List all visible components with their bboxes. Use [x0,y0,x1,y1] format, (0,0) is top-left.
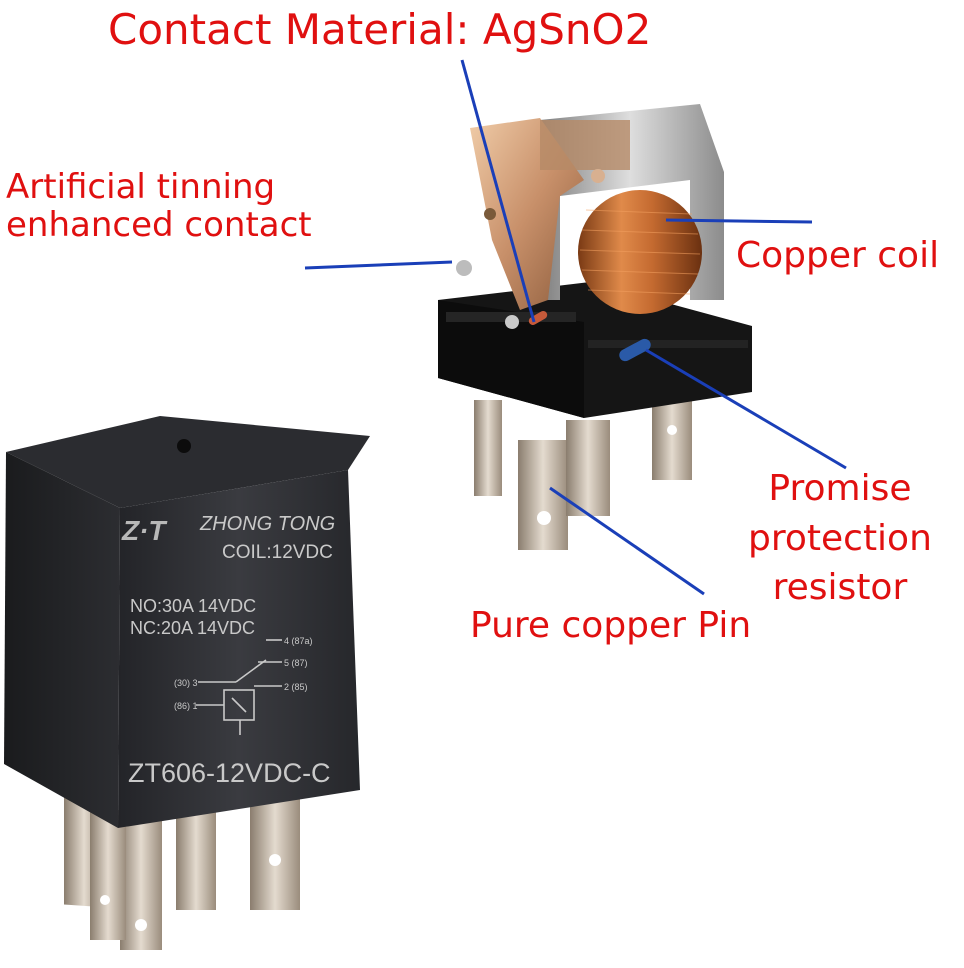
copper-coil-callout: Copper coil [736,235,940,276]
coil-text: COIL:12VDC [222,542,333,563]
leader-pin [549,486,705,596]
pin2-text: 2 (85) [284,682,308,692]
tinning-line-2: enhanced contact [6,205,312,246]
contact-material-callout: Contact Material: AgSnO2 [108,5,652,54]
closed-relay: Z·T ZHONG TONG COIL:12VDC NO:30A 14VDC N… [4,416,370,950]
no-rating-text: NO:30A 14VDC [130,596,256,616]
tinning-callout: Artificial tinning enhanced contact [6,168,312,244]
brand-text: ZHONG TONG [199,513,335,535]
pin1-text: (86) 1 [174,701,198,711]
tinned-contact [456,260,472,276]
leader-lines [304,59,847,596]
pin5-text: 5 (87) [284,658,308,668]
open-relay-pins [474,400,692,550]
resistor-line-3: resistor [772,567,908,609]
tinning-line-1: Artificial tinning [6,167,276,207]
leader-tinning [304,260,453,270]
closed-relay-pins [64,790,300,950]
leader-resistor [645,348,847,470]
pin-callout: Pure copper Pin [470,605,752,646]
resistor-callout: Promise protection resistor [748,464,932,613]
relay-label: Z·T ZHONG TONG COIL:12VDC NO:30A 14VDC N… [121,513,335,788]
resistor-line-1: Promise [768,468,912,509]
leader-contact-material [460,59,536,323]
pin3-text: (30) 3 [174,678,198,688]
resistor-line-2: protection [748,517,932,559]
wiring-diagram [196,639,282,735]
leader-coil [665,218,813,224]
protection-resistor [619,338,651,362]
model-text: ZT606-12VDC-C [128,758,331,788]
pin4-text: 4 (87a) [284,636,313,646]
zt-logo: Z·T [121,515,168,546]
nc-rating-text: NC:20A 14VDC [130,618,255,638]
open-relay [438,104,752,550]
